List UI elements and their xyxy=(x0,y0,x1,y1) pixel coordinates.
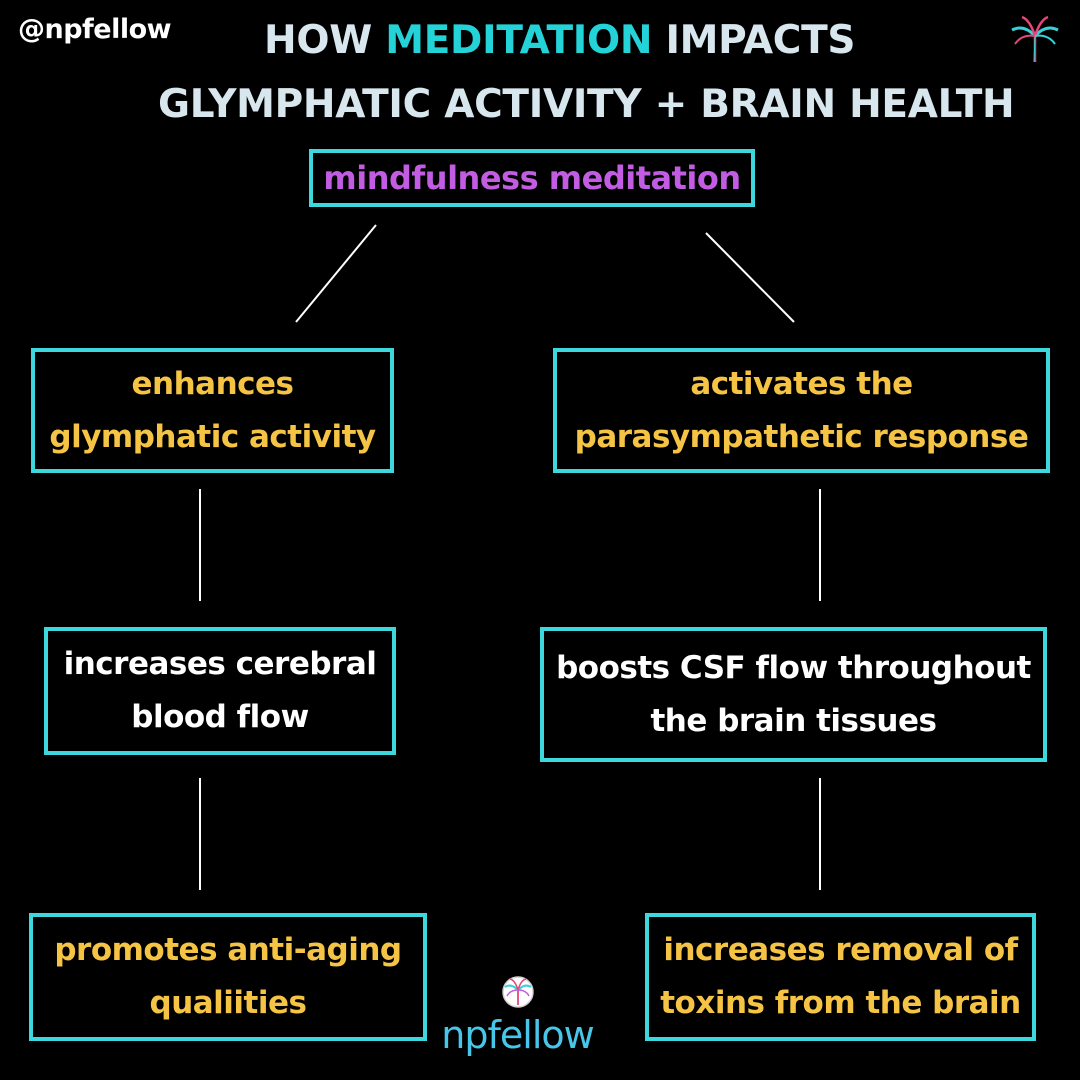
title-line-1-post: IMPACTS xyxy=(652,18,856,63)
right-node-level-3: increases removal of toxins from the bra… xyxy=(645,913,1036,1041)
connector-root-right xyxy=(705,232,795,323)
palm-tree-icon xyxy=(1011,15,1059,63)
title-line-2: GLYMPHATIC ACTIVITY + BRAIN HEALTH xyxy=(158,82,1015,127)
title-line-1: HOW MEDITATION IMPACTS xyxy=(264,18,855,63)
left-node-level-2: increases cerebral blood flow xyxy=(44,627,396,755)
root-node-box: mindfulness meditation xyxy=(309,149,755,207)
right-node-level-3-line-2: toxins from the brain xyxy=(660,985,1021,1021)
right-node-level-2-line-2: the brain tissues xyxy=(650,702,937,739)
right-node-level-1-line-1: activates the xyxy=(690,365,913,402)
left-node-level-1-line-1: enhances xyxy=(131,365,294,402)
right-node-level-1-line-2: parasympathetic response xyxy=(574,418,1029,455)
left-node-level-1-line-2: glymphatic activity xyxy=(49,418,376,455)
right-node-level-3-line-1: increases removal of xyxy=(663,932,1018,968)
palm-tree-circle-icon xyxy=(501,976,534,1008)
brand-logo: npfellow xyxy=(440,975,595,1055)
account-handle: @npfellow xyxy=(18,14,172,45)
left-node-level-2-line-1: increases cerebral xyxy=(63,646,377,682)
left-node-level-3: promotes anti-aging qualiities xyxy=(29,913,427,1041)
right-node-level-2: boosts CSF flow throughout the brain tis… xyxy=(540,627,1047,762)
left-node-level-3-line-2: qualiities xyxy=(149,985,307,1021)
left-node-level-1: enhances glymphatic activity xyxy=(31,348,394,473)
left-node-level-2-line-2: blood flow xyxy=(131,699,309,735)
brand-logo-text: npfellow xyxy=(441,1013,594,1057)
left-node-level-3-line-1: promotes anti-aging xyxy=(54,932,402,968)
right-node-level-1: activates the parasympathetic response xyxy=(553,348,1050,473)
root-node-text: mindfulness meditation xyxy=(323,158,741,197)
title-line-1-pre: HOW xyxy=(264,18,386,63)
right-node-level-2-line-1: boosts CSF flow throughout xyxy=(556,649,1031,686)
title-accent-word: MEDITATION xyxy=(385,18,653,63)
connector-root-left xyxy=(295,224,377,323)
